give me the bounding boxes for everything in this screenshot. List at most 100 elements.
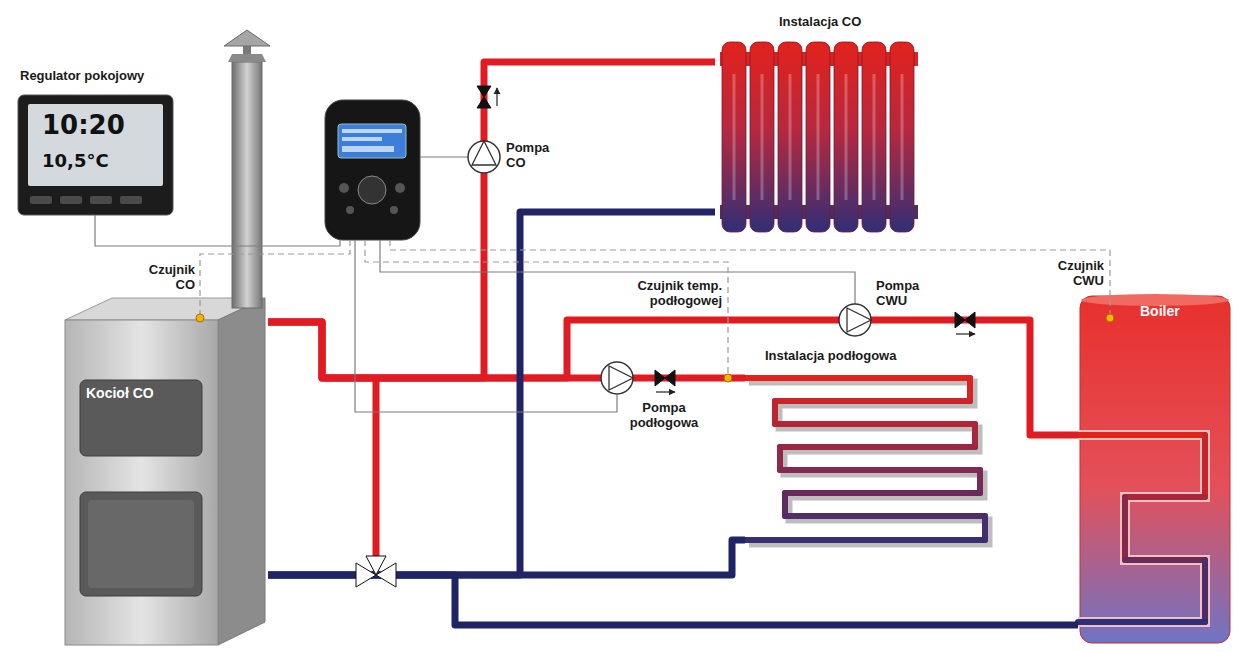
chimney-pipe (232, 62, 262, 308)
floor-coil-pipe (785, 490, 980, 496)
check-valve (955, 312, 965, 328)
part-label: Czujnik temp. podłogowej (625, 278, 722, 308)
floor-coil-pipe (780, 444, 975, 450)
radiator-column (890, 42, 914, 232)
part-label: Czujnik CO (143, 262, 195, 292)
sensor-dot (724, 374, 732, 382)
component-title: Instalacja podłogowa (765, 348, 896, 363)
boiler-side (218, 298, 265, 645)
tank-coil-pipe (1202, 560, 1208, 622)
supply-pipe (268, 322, 745, 378)
pump-triangle (847, 308, 871, 332)
chimney (224, 30, 270, 308)
floor-coil-pipe (772, 401, 778, 424)
radiator-column (722, 42, 746, 232)
chimney-cap (224, 30, 270, 46)
pump-triangle (472, 141, 496, 165)
floor-coil-pipe (777, 447, 783, 470)
tank-coil (1078, 435, 1205, 622)
sensor-dot (196, 314, 204, 322)
floor-coil-shadow (749, 382, 989, 544)
boiler-lower-door (80, 492, 202, 596)
tank-coil-pipe (1078, 619, 1205, 625)
controller-button (395, 183, 405, 193)
check-valve (965, 312, 975, 328)
component-title: Kocioł CO (86, 386, 154, 401)
hot-water-tank (1080, 294, 1230, 643)
component-box: Kocioł CO (60, 290, 268, 646)
controller-display (338, 124, 406, 158)
regulator-display (28, 104, 163, 186)
sensor-dot (1106, 314, 1114, 322)
radiator-fin (901, 74, 904, 200)
floor-coil-pipe (782, 493, 788, 516)
tank-body (1080, 296, 1230, 643)
controller-display-bar (342, 146, 394, 152)
radiator-column (862, 42, 886, 232)
regulator-button (30, 196, 52, 204)
floor-coil-pipe (972, 424, 978, 447)
floor-coil-pipe (745, 537, 985, 543)
check-valve (477, 97, 491, 108)
controller-button (346, 206, 354, 214)
flow-arrow (496, 88, 497, 106)
tank-coil-pipe (1125, 494, 1205, 500)
control-wire (355, 240, 617, 412)
controller-display-bar (342, 137, 382, 141)
supply-pipe (268, 320, 1078, 435)
pump-symbol (839, 304, 871, 336)
pump-triangle (609, 366, 633, 390)
radiator-column (750, 42, 774, 232)
component-title: Regulator pokojowy (20, 68, 144, 83)
part-label: Czujnik CWU (1052, 258, 1104, 288)
control-wire (95, 215, 340, 246)
part-label: Pompa CO (506, 140, 554, 170)
part-label: Pompa CWU (876, 278, 924, 308)
tank-coil-pipe (1125, 557, 1205, 563)
pump-symbol (601, 362, 633, 394)
floor-coil-pipe (780, 467, 980, 473)
chimney-collar (228, 54, 266, 62)
floor-coil-pipe (775, 398, 970, 404)
controller-button (390, 206, 398, 214)
radiator-fin (817, 74, 820, 200)
floor-coil-pipe (967, 378, 973, 401)
tank-coil-outline (1078, 435, 1205, 622)
radiator-fin (845, 74, 848, 200)
radiator-fin (873, 74, 876, 200)
regulator-button (60, 196, 82, 204)
regulator-body (18, 95, 173, 215)
regulator-button (120, 196, 142, 204)
floor-coil-pipe (745, 375, 970, 381)
radiator-fin (733, 74, 736, 200)
pump-valve-symbols (196, 86, 1114, 587)
tank-coil-pipe (1202, 435, 1208, 497)
display-reading: 10:20 (42, 110, 125, 140)
radiator-fin (761, 74, 764, 200)
component-box: Instalacja CO (715, 14, 925, 236)
control-wire (420, 156, 468, 157)
radiator-column (778, 42, 802, 232)
floor-coil (745, 378, 989, 544)
controller-button (339, 183, 349, 193)
tank-coil-pipe (1078, 432, 1205, 438)
floor-coil-pipe (977, 470, 983, 493)
boiler-body (65, 298, 265, 645)
pump-symbol (468, 141, 500, 173)
check-valve (655, 370, 665, 386)
component-box: Instalacja podłogowa (745, 348, 1000, 548)
radiator-column (806, 42, 830, 232)
controller-knob (358, 176, 386, 204)
controller-body (325, 100, 420, 240)
radiator (720, 42, 918, 232)
room-regulator-device (18, 95, 173, 215)
part-label: Pompa podłogowa (626, 400, 702, 430)
three-way-valve (366, 556, 386, 575)
boiler-lower-door-inner (88, 500, 194, 588)
return-pipe (268, 212, 715, 575)
component-box: Regulator pokojowy10:2010,5°C (18, 68, 178, 218)
